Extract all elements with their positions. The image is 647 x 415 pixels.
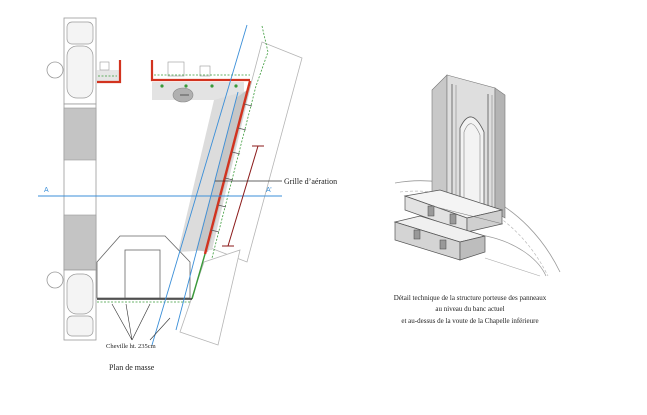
grille-label: Grille d’aération [284,177,337,186]
tick [217,204,227,208]
fixing-bracket [449,213,457,225]
anchor-point [184,84,188,88]
pillar-column [46,17,97,341]
finish-line-diagonal [211,25,269,259]
anchor-point [234,84,238,88]
leader [131,303,151,341]
pillar-top-cap [66,21,94,45]
pillar-bottom-shaft [66,273,94,315]
column-base-circle [46,271,64,289]
panel-side-face [431,74,448,207]
wall-block [167,61,185,77]
cheville-label: Cheville ht. 235cm [106,343,156,350]
leader [149,317,171,341]
wall-stub-block [99,61,110,71]
panel-right-face [494,87,506,219]
pillar-mass-lower [63,214,97,271]
fixing-bracket [439,239,447,250]
wall-line [150,60,250,82]
tick [231,151,241,155]
pillar-bottom-cap [66,315,94,337]
cheville-leaders [111,303,171,341]
tick [210,229,220,233]
detail-caption-line-2: au niveau du banc actuel [435,305,504,313]
wall-stub-left [97,60,122,84]
step-side [459,235,486,261]
pillar-mass-upper [63,107,97,161]
arched-window [459,116,485,204]
fixing-bracket [427,205,435,217]
wall-line-diagonal [203,80,252,255]
pillar-top-shaft [66,45,94,99]
dimension-line [222,145,264,247]
site-plan: A A’ Grille d’aération Cheville ht. 235c… [38,17,337,372]
arched-window-inner [463,123,481,202]
axis-line [175,91,239,331]
tick [243,103,253,107]
detail-caption-line-3: et au-dessus de la voute de la Chapelle … [401,317,538,325]
tick [224,177,234,181]
section-label-right: A’ [266,187,272,194]
bench-inner [124,249,161,299]
wall-line [97,60,122,84]
leader [125,303,133,341]
axis-line [151,24,248,346]
column-base-circle [46,61,64,79]
tick [237,127,247,131]
adjacent-wall-outline-lower [179,249,241,346]
wall-line-lower [191,253,206,300]
plan-title: Plan de masse [109,363,155,372]
dimension-main [227,145,259,247]
vault-edge [484,257,541,277]
technical-detail: Détail technique de la structure porteus… [393,74,561,325]
anchor-point [160,84,164,88]
fixing-bracket [413,229,421,240]
panel-foot-line [431,205,504,225]
detail-caption-line-1: Détail technique de la structure porteus… [394,294,547,302]
vault-curve [485,235,547,277]
wall-block [199,65,211,77]
leader [111,303,133,341]
section-label-left: A [44,187,49,194]
wall-ticks [210,103,253,233]
vault-curve [399,190,549,277]
anchor-point [210,84,214,88]
